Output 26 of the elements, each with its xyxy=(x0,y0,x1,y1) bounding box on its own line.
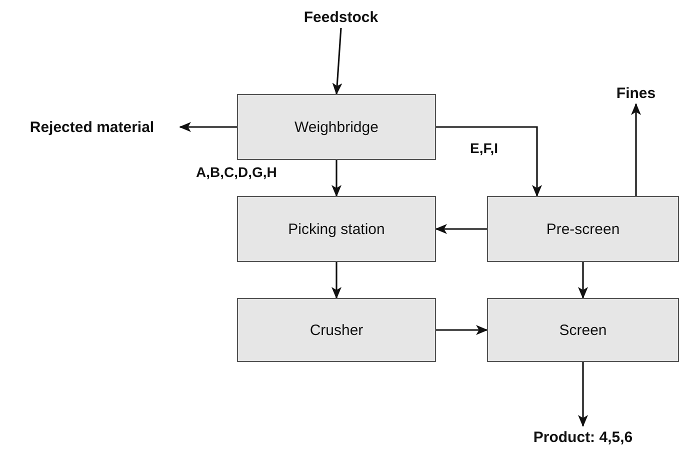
edge-label: E,F,I xyxy=(470,140,498,156)
box-label: Weighbridge xyxy=(294,118,378,136)
arrow xyxy=(436,126,542,197)
process-box xyxy=(487,298,679,362)
box-label: Crusher xyxy=(310,322,364,338)
box-label: Screen xyxy=(559,322,607,338)
arrow xyxy=(578,262,588,299)
arrow xyxy=(435,224,487,234)
arrow xyxy=(332,262,342,299)
box-label: Picking station xyxy=(288,220,385,238)
arrow xyxy=(436,325,488,335)
flow-label: Rejected material xyxy=(30,118,154,136)
flow-label: Feedstock xyxy=(304,8,378,26)
arrow xyxy=(179,122,237,132)
edge-label: A,B,C,D,G,H xyxy=(196,164,277,180)
process-box xyxy=(237,196,436,262)
arrow xyxy=(631,103,641,196)
process-box xyxy=(487,196,679,262)
arrow xyxy=(332,160,342,197)
process-box xyxy=(237,298,436,362)
flow-label: Product: 4,5,6 xyxy=(533,428,633,446)
box-label: Pre-screen xyxy=(546,220,620,238)
process-box xyxy=(237,94,436,160)
arrow xyxy=(578,362,588,427)
arrow xyxy=(332,28,342,95)
flow-label: Fines xyxy=(616,84,656,102)
